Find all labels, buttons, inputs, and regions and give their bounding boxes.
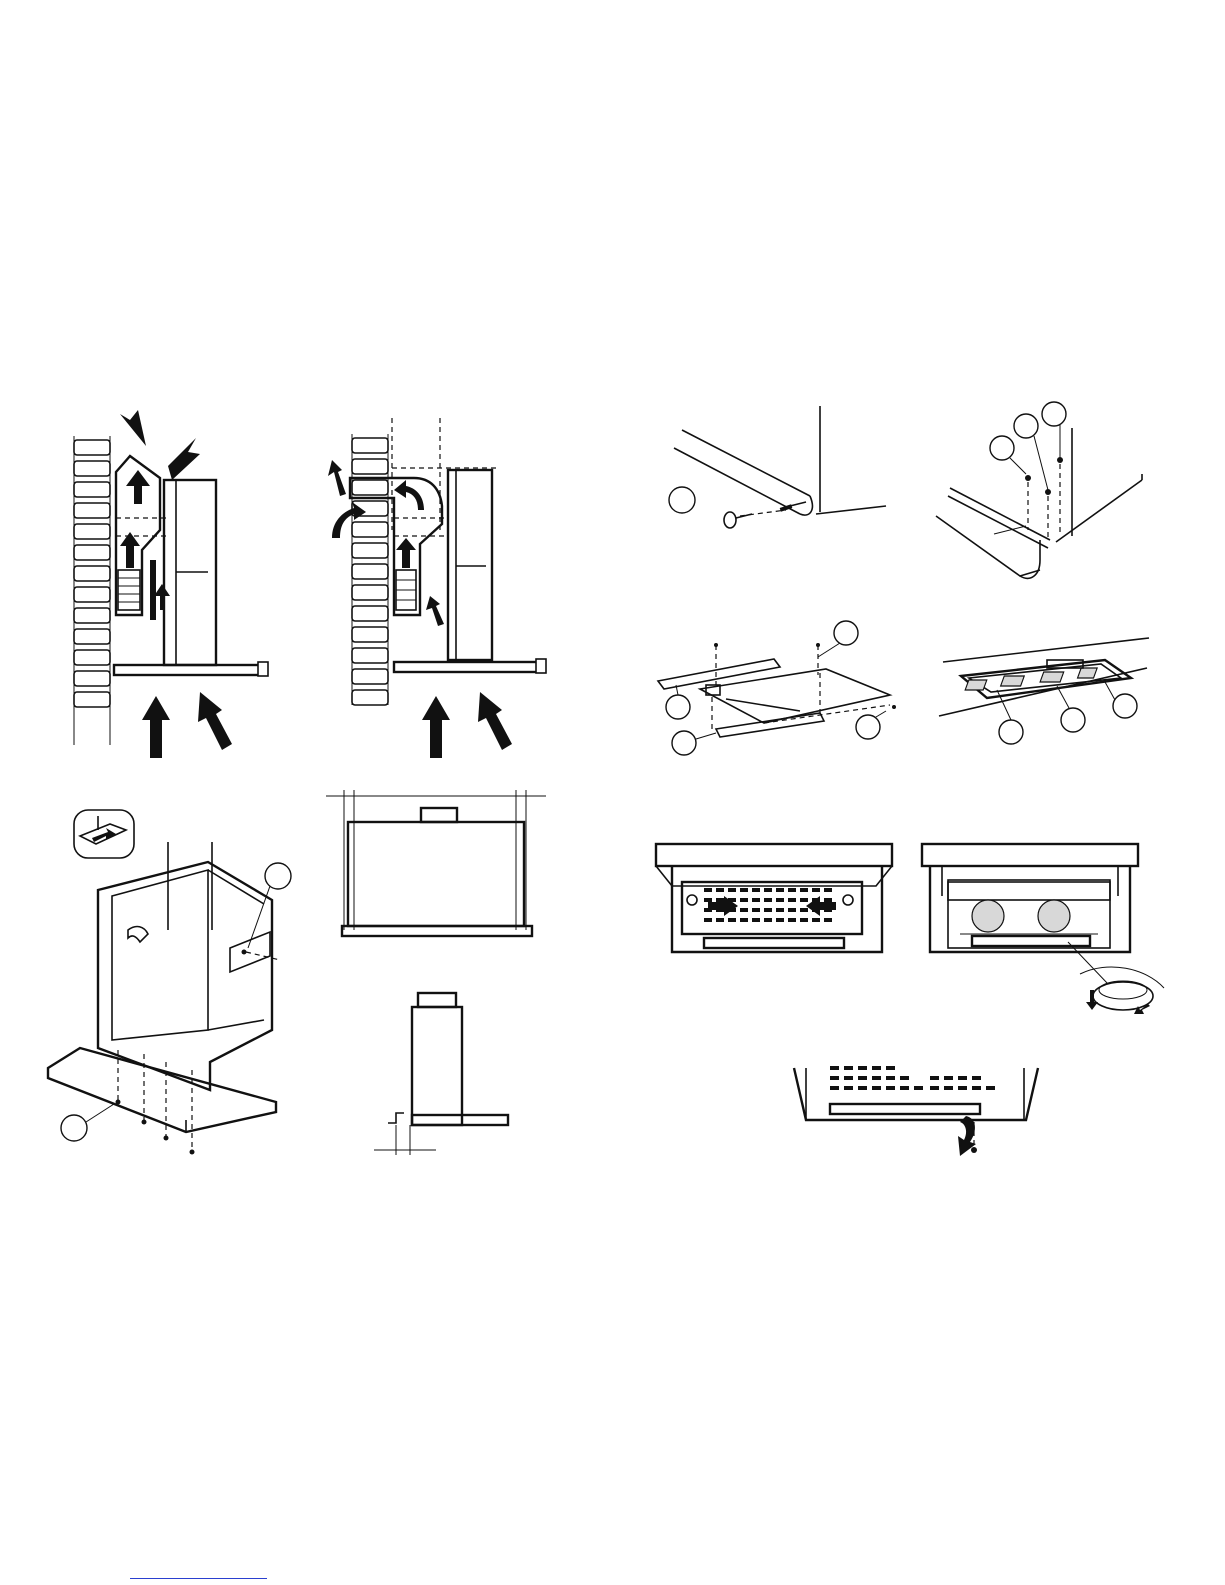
callout-circle <box>1014 414 1038 438</box>
fig-cabinet-mounting <box>40 800 300 1160</box>
callout-circle <box>669 487 695 513</box>
callout-circle <box>1113 694 1137 718</box>
callout-circle <box>265 863 291 889</box>
airflow-exhaust-diagram-icon <box>60 400 260 765</box>
brick-wall <box>74 436 110 745</box>
screw-fixing-diagram-icon <box>930 400 1160 585</box>
fig-top-screws <box>930 400 1160 585</box>
fig-control-panel <box>935 630 1165 750</box>
callout-circle <box>999 720 1023 744</box>
screw-fixing-diagram-icon <box>660 400 910 530</box>
fig-front-dimensions <box>326 780 556 950</box>
callout-circle <box>1042 402 1066 426</box>
fig-rail-assembly <box>650 615 910 765</box>
cabinet-mounting-diagram-icon <box>40 800 300 1160</box>
dimension-diagram-icon <box>326 780 556 950</box>
control-switches-diagram-icon <box>935 630 1165 750</box>
fig-carbon-filter <box>918 842 1178 1017</box>
fig-grease-filter <box>652 842 897 972</box>
footer-link-rule <box>130 1578 267 1579</box>
filter-removal-diagram-icon <box>652 842 897 972</box>
fig-lamp-access <box>790 1060 1040 1170</box>
lamp-access-diagram-icon <box>790 1060 1040 1170</box>
fig-side-dimensions <box>366 985 526 1160</box>
callout-circle <box>672 731 696 755</box>
callout-circle <box>1061 708 1085 732</box>
callout-circle <box>666 695 690 719</box>
callout-circle <box>834 621 858 645</box>
dimension-diagram-icon <box>366 985 526 1160</box>
carbon-filter-diagram-icon <box>918 842 1178 1017</box>
callout-circle <box>61 1115 87 1141</box>
brick-wall <box>352 434 388 705</box>
callout-circle <box>990 436 1014 460</box>
rail-assembly-diagram-icon <box>650 615 910 765</box>
fig-recirculation-airflow <box>320 400 560 765</box>
fig-wall-bracket-screw <box>660 400 910 530</box>
fig-extraction-airflow <box>60 400 260 765</box>
filter-grille <box>830 1066 995 1090</box>
airflow-recirculation-diagram-icon <box>320 400 560 765</box>
callout-circle <box>856 715 880 739</box>
